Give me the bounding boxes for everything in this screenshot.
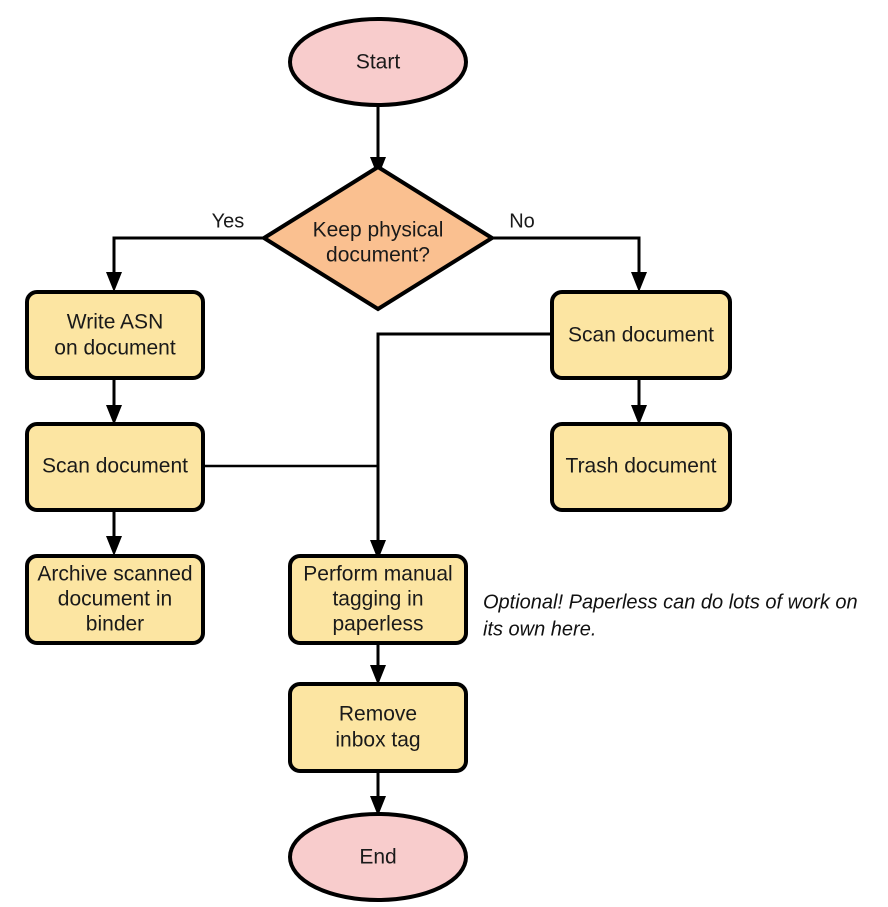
end-label: End	[359, 846, 396, 869]
end-ellipse[interactable]	[288, 812, 468, 902]
scan-document-right-box[interactable]	[550, 290, 732, 380]
edge-label-yes: Yes	[212, 210, 245, 232]
archive-box[interactable]	[25, 554, 205, 645]
node-write-asn[interactable]: Write ASN on document	[25, 290, 205, 380]
arrowhead-icon	[370, 540, 386, 560]
arrowhead-icon	[631, 405, 647, 425]
node-decision-keep-physical-document[interactable]: Keep physical document?	[260, 164, 496, 312]
arrowhead-icon	[631, 272, 647, 292]
tagging-box[interactable]	[288, 554, 468, 645]
edge-label-no: No	[509, 210, 535, 232]
decision-label-line1: Keep physical	[313, 219, 444, 242]
tagging-label-line1: Perform manual	[303, 563, 452, 586]
edge-removeinbox-to-end	[370, 771, 386, 816]
edge-line	[112, 236, 266, 278]
scan-document-left-box[interactable]	[25, 422, 205, 512]
write-asn-label-line2: on document	[54, 337, 176, 360]
scan-document-right-label: Scan document	[568, 324, 714, 347]
trash-document-label: Trash document	[566, 455, 717, 478]
archive-label-line3: binder	[86, 613, 144, 636]
remove-inbox-tag-label-line1: Remove	[339, 703, 417, 726]
node-scan-document-left[interactable]: Scan document	[25, 422, 205, 512]
arrowhead-icon	[106, 536, 122, 556]
arrowhead-icon	[370, 665, 386, 685]
node-trash-document[interactable]: Trash document	[550, 422, 732, 512]
node-end[interactable]: End	[288, 812, 468, 902]
remove-inbox-tag-label-line2: inbox tag	[335, 729, 420, 752]
node-start[interactable]: Start	[288, 17, 468, 107]
edge-tagging-to-removeinbox	[370, 643, 386, 685]
edge-decision-yes	[106, 236, 266, 292]
write-asn-label-line1: Write ASN	[67, 311, 163, 334]
arrowhead-icon	[106, 405, 122, 425]
node-archive-scanned-document[interactable]: Archive scanned document in binder	[25, 554, 205, 645]
start-label: Start	[356, 51, 401, 74]
decision-label-line2: document?	[326, 244, 430, 267]
decision-diamond[interactable]	[260, 164, 496, 312]
edge-decision-no	[490, 236, 647, 292]
arrowhead-icon	[370, 796, 386, 816]
arrowhead-icon	[106, 272, 122, 292]
edge-line	[490, 236, 641, 278]
node-scan-document-right[interactable]: Scan document	[550, 290, 732, 380]
tagging-label-line3: paperless	[332, 613, 423, 636]
edge-scanleft-to-archive	[106, 510, 122, 556]
start-ellipse[interactable]	[288, 17, 468, 107]
node-perform-manual-tagging[interactable]: Perform manual tagging in paperless	[288, 554, 468, 645]
annotation-optional-note: Optional! Paperless can do lots of work …	[483, 591, 858, 640]
archive-label-line1: Archive scanned	[37, 563, 192, 586]
trash-document-box[interactable]	[550, 422, 732, 512]
write-asn-box[interactable]	[25, 290, 205, 380]
edge-scanright-to-tagging	[370, 332, 552, 560]
edge-scanright-to-trash	[631, 379, 647, 425]
optional-note-line1: Optional! Paperless can do lots of work …	[483, 591, 858, 613]
archive-label-line2: document in	[58, 588, 172, 611]
edge-line	[376, 332, 552, 546]
edge-writeasn-to-scanleft	[106, 379, 122, 425]
optional-note-line2: its own here.	[483, 618, 596, 640]
node-remove-inbox-tag[interactable]: Remove inbox tag	[288, 682, 468, 773]
tagging-label-line2: tagging in	[332, 588, 423, 611]
remove-inbox-tag-box[interactable]	[288, 682, 468, 773]
scan-document-left-label: Scan document	[42, 455, 188, 478]
